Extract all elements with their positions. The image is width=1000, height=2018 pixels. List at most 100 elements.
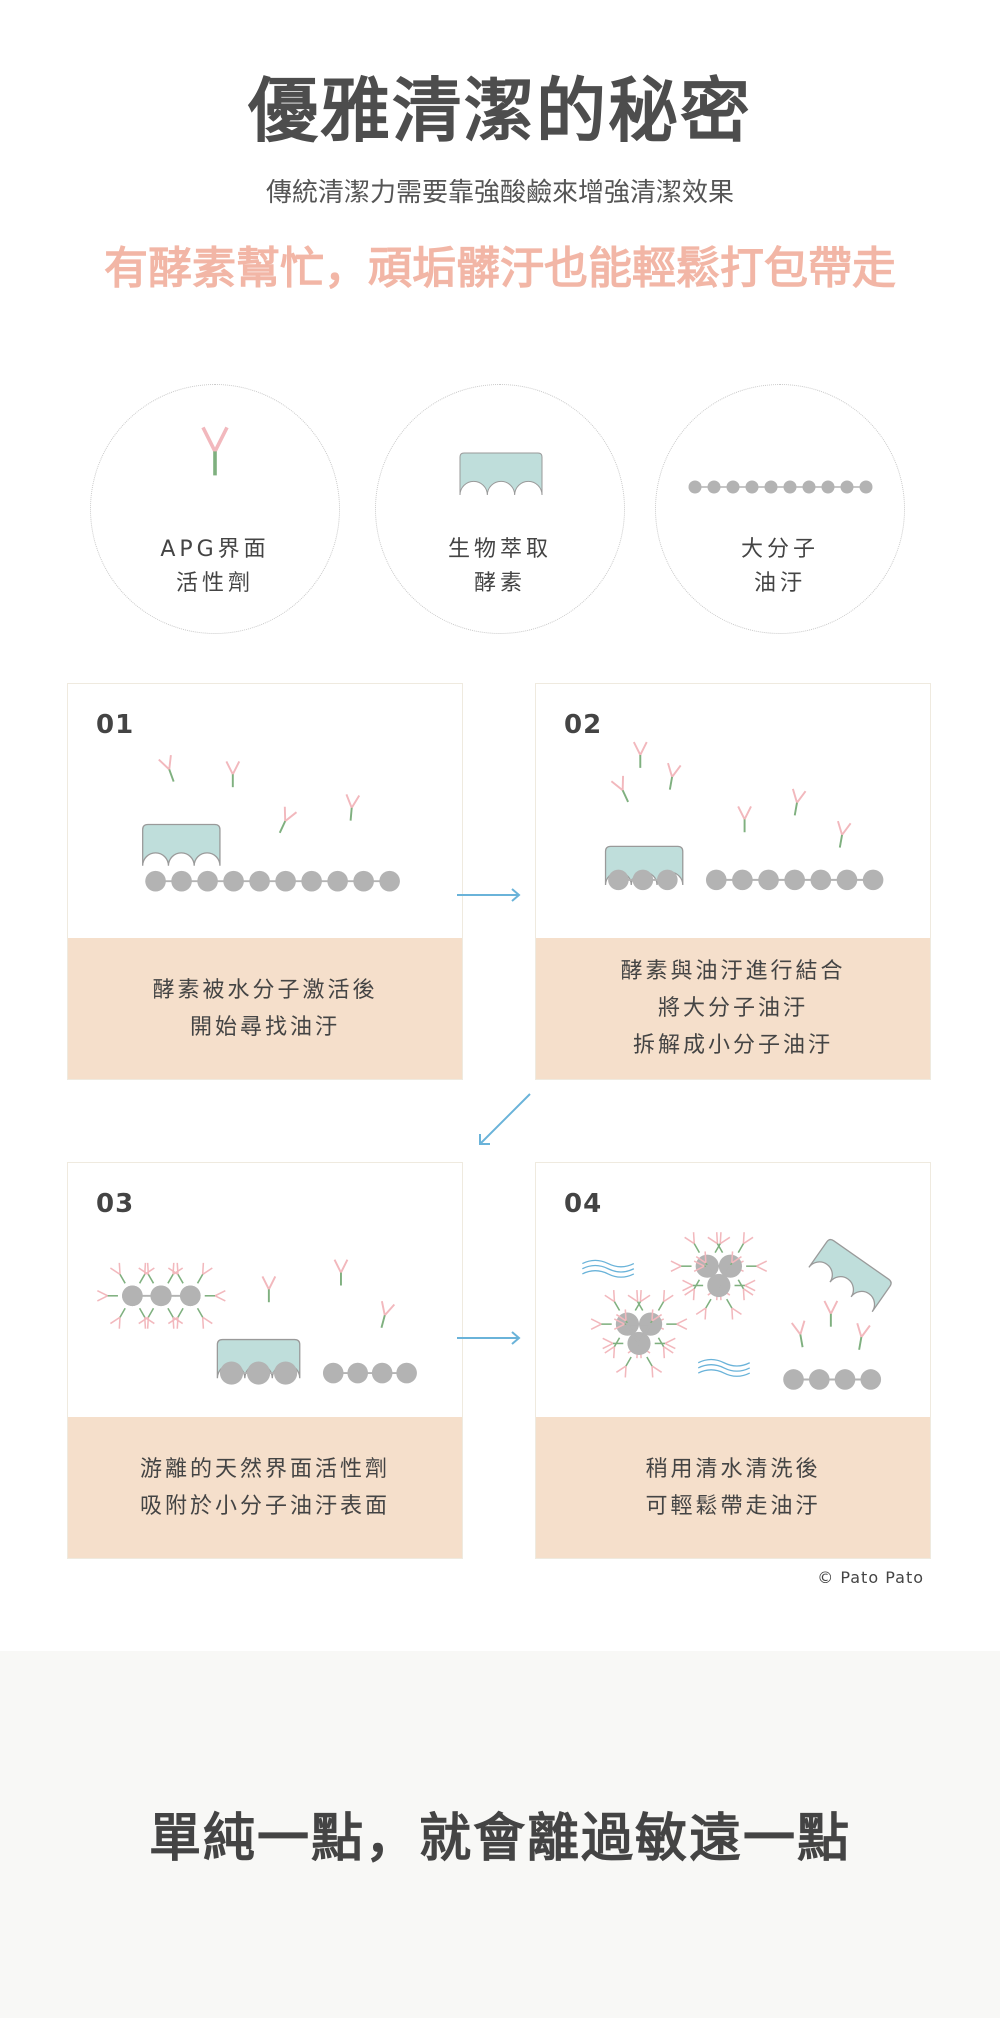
caption-line: 可輕鬆帶走油汙	[645, 1493, 821, 1519]
surfactant-tail	[793, 802, 798, 816]
surfactant-tail	[716, 1243, 724, 1253]
surfactant-head	[602, 1337, 615, 1350]
surfactant-head	[97, 1289, 110, 1302]
surfactant-head	[213, 1289, 226, 1302]
surfactant-head	[109, 1262, 121, 1276]
oil-ball	[688, 480, 702, 494]
surfactant-head	[158, 755, 172, 772]
surfactant-icon	[682, 1279, 704, 1292]
oil-ball	[197, 870, 218, 892]
surfactant-head	[627, 1290, 639, 1304]
surfactant-head	[632, 741, 648, 758]
step-number: 01	[96, 710, 135, 740]
oil-ball	[836, 869, 858, 891]
surfactant-tail	[634, 1301, 642, 1311]
surfactant-icon	[654, 1337, 676, 1350]
caption-line: 游離的天然界面活性劑	[139, 1456, 390, 1482]
surfactant-head	[590, 1318, 604, 1330]
surfactant-tail	[705, 1298, 712, 1309]
surfactant-icon	[695, 1298, 712, 1320]
surfactant-tail	[138, 1307, 146, 1318]
legend-oil: 大分子油汙	[655, 384, 905, 634]
legend-enzyme: 生物萃取酵素	[375, 384, 625, 634]
surfactant-tail	[858, 1336, 863, 1350]
credit: © Pato Pato	[817, 1568, 924, 1587]
surfactant-icon	[167, 1307, 184, 1329]
surfactant-head	[823, 1300, 839, 1316]
caption-line: 開始尋找油汙	[189, 1014, 340, 1040]
step-card-3: 03 游離的天然界面活性劑吸附於小分子油汙表面	[67, 1162, 463, 1559]
oil-ball	[371, 1362, 393, 1384]
oil-ball	[608, 869, 629, 891]
surfactant-head	[651, 1309, 663, 1323]
step-illustration	[604, 741, 884, 891]
surfactant-icon	[627, 1290, 644, 1311]
surfactant-icon	[610, 775, 629, 803]
oil-ball	[707, 480, 721, 494]
surfactant-head	[791, 788, 807, 805]
step-illustration	[97, 1259, 417, 1385]
oil-ball	[808, 1369, 830, 1390]
step-illustration	[142, 755, 400, 892]
surfactant-icon	[737, 806, 752, 833]
oil-ball	[840, 480, 854, 494]
surfactant-head	[615, 1309, 627, 1323]
step-caption: 稍用清水清洗後可輕鬆帶走油汙	[536, 1417, 930, 1558]
surfactant-icon	[737, 1279, 754, 1301]
surfactant-icon	[604, 1290, 621, 1311]
surfactant-icon	[746, 1260, 768, 1273]
surfactant-tail	[349, 807, 353, 821]
surfactant-head	[856, 1323, 871, 1340]
oil-ball	[322, 1362, 344, 1384]
surfactant-head	[667, 762, 682, 780]
oil-ball	[758, 869, 779, 891]
wave-line	[582, 1264, 635, 1273]
oil-molecule-icon	[705, 869, 884, 891]
surfactant-head	[662, 1290, 674, 1304]
surfactant-head	[380, 1300, 396, 1318]
surfactant-head	[333, 1259, 349, 1275]
surfactant-tail	[726, 1298, 733, 1309]
surfactant-head	[109, 1315, 121, 1329]
oil-ball	[223, 870, 244, 892]
legend-label: 酵素	[473, 571, 526, 596]
step-caption: 酵素被水分子激活後開始尋找油汙	[68, 938, 462, 1079]
legend-surfactant: APG界面活性劑	[90, 384, 340, 634]
surfactant-head	[730, 1306, 742, 1320]
oil-ball	[705, 869, 727, 891]
oil-ball	[783, 480, 797, 494]
surfactant-icon	[167, 1262, 184, 1284]
surfactant-tail	[167, 1273, 174, 1284]
surfactant-head	[639, 1290, 651, 1304]
step-caption: 酵素與油汙進行結合將大分子油汙拆解成小分子油汙	[536, 938, 930, 1079]
surfactant-tail	[613, 1301, 621, 1311]
page-title: 優雅清潔的秘密	[248, 70, 752, 152]
surfactant-head	[684, 1287, 696, 1301]
surfactant-head	[695, 1306, 707, 1320]
surfactant-icon	[684, 1232, 701, 1253]
surfactant-icon	[138, 1307, 155, 1329]
surfactant-icon	[684, 1279, 701, 1301]
surfactant-icon	[196, 1307, 213, 1329]
surfactant-tail	[737, 1279, 745, 1290]
caption-line: 酵素被水分子激活後	[152, 977, 378, 1003]
surfactant-head	[615, 1364, 627, 1378]
step-card-1: 01 酵素被水分子激活後開始尋找油汙	[67, 683, 463, 1080]
surfactant-head	[663, 1337, 676, 1350]
surfactant-head	[201, 426, 229, 456]
oil-ball	[783, 1369, 804, 1390]
enzyme-icon	[459, 452, 543, 496]
oil-ball	[802, 480, 816, 494]
surfactant-tail	[147, 1273, 155, 1284]
step-card-4: 04 稍用清水清洗後可輕鬆帶走油汙	[535, 1162, 931, 1559]
surfactant-icon	[138, 1262, 155, 1284]
surfactant-tail	[147, 1307, 155, 1318]
oil-ball	[171, 870, 192, 892]
surfactant-tail	[657, 1301, 665, 1311]
surfactant-tail	[621, 789, 629, 803]
step-number: 04	[564, 1189, 603, 1219]
oil-molecule-icon	[688, 480, 873, 494]
surfactant-icon	[734, 1279, 756, 1292]
surfactant-tail	[646, 1356, 653, 1367]
surfactant-icon	[602, 1337, 624, 1350]
